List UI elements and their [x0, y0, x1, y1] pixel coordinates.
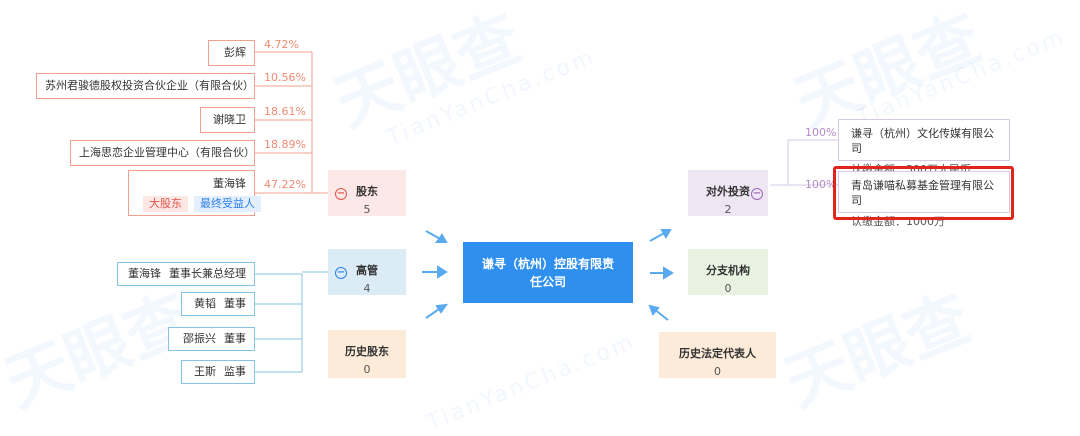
connector-lines [255, 51, 838, 373]
center-company-node[interactable]: 谦寻（杭州）控股有限责任公司 [463, 242, 633, 303]
shareholder-percent: 18.89% [264, 138, 306, 151]
shareholder-node[interactable]: 谢晓卫 [200, 107, 255, 133]
category-history-legal-rep[interactable]: 历史法定代表人 0 [659, 332, 776, 378]
investment-percent: 100% [805, 178, 837, 191]
manager-node[interactable]: 邵振兴董事 [168, 327, 255, 351]
shareholder-node[interactable]: 上海思恋企业管理中心（有限合伙） [70, 140, 255, 166]
shareholder-percent: 10.56% [264, 71, 306, 84]
beneficiary-tag: 最终受益人 [194, 196, 261, 212]
collapse-toggle-icon[interactable]: − [335, 267, 347, 279]
shareholder-percent: 18.61% [264, 105, 306, 118]
major-shareholder-tag: 大股东 [143, 196, 188, 212]
manager-node[interactable]: 王斯监事 [181, 360, 255, 384]
investment-node[interactable]: 谦寻（杭州）文化传媒有限公司 认缴金额：500万人民币 [838, 119, 1010, 176]
collapse-toggle-icon[interactable]: − [751, 188, 763, 200]
shareholder-node[interactable]: 彭辉 [208, 40, 255, 66]
highlight-box [833, 166, 1014, 220]
shareholder-node[interactable]: 董海锋 大股东最终受益人 [128, 170, 261, 216]
category-branches[interactable]: 分支机构 0 [688, 249, 768, 295]
shareholder-percent: 4.72% [264, 38, 299, 51]
manager-node[interactable]: 黄韬董事 [181, 292, 255, 316]
manager-node[interactable]: 董海锋董事长兼总经理 [117, 262, 255, 286]
investment-percent: 100% [805, 126, 837, 139]
collapse-toggle-icon[interactable]: − [335, 188, 347, 200]
shareholder-node[interactable]: 苏州君骏德股权投资合伙企业（有限合伙） [36, 73, 255, 99]
category-history-shareholders[interactable]: 历史股东 0 [328, 330, 406, 378]
shareholder-percent: 47.22% [264, 178, 306, 191]
